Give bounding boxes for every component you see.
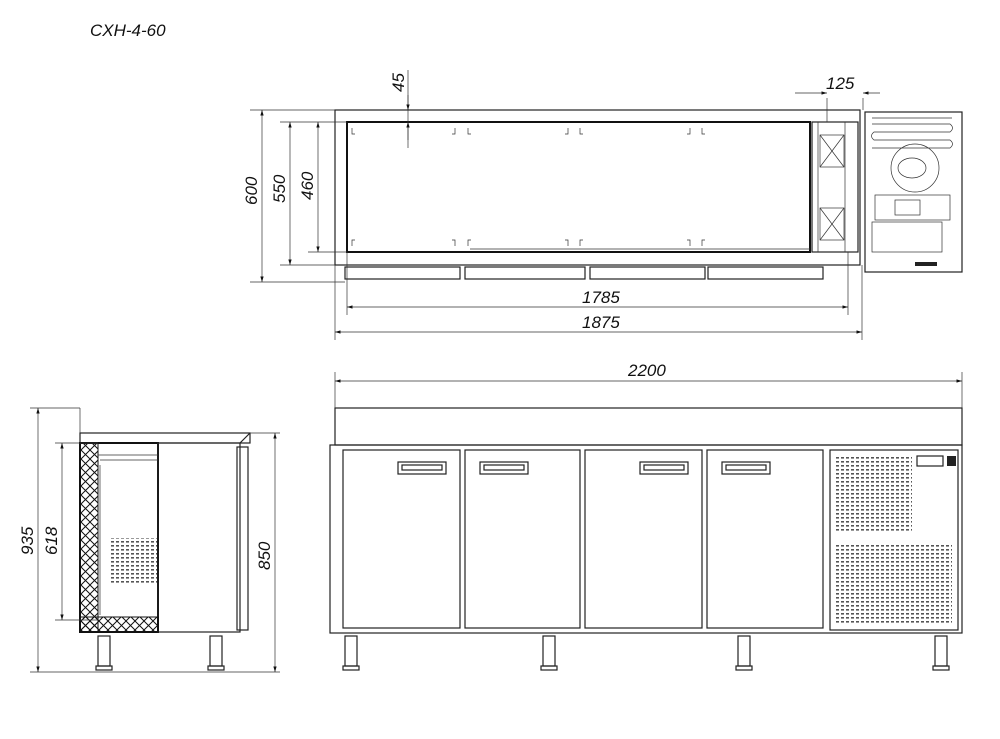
door-handle [397,461,771,475]
power-switch-icon [947,456,956,466]
dim-550: 550 [270,174,289,203]
controller-display [916,455,944,467]
vent-grille [110,538,157,583]
vent-grille-upper [836,455,912,533]
dim-460: 460 [298,171,317,200]
dim-618: 618 [42,526,61,555]
dim-2200: 2200 [627,361,666,380]
dim-1785: 1785 [582,288,620,307]
top-view: 600 550 460 45 125 1785 1875 [242,70,963,340]
dim-935: 935 [18,526,37,555]
vent-grille-lower [836,543,952,623]
leg [342,635,950,671]
model-title: CXH-4-60 [90,21,166,40]
compressor-unit [864,111,963,273]
fan-icon [819,134,845,241]
dim-600: 600 [242,176,261,205]
dim-1875: 1875 [582,313,620,332]
front-view: 2200 [329,361,963,671]
dim-125: 125 [826,74,855,93]
dim-45: 45 [389,73,408,92]
side-view: 935 618 850 [18,407,280,673]
door [342,449,824,629]
dim-850: 850 [255,541,274,570]
leg [95,635,225,671]
